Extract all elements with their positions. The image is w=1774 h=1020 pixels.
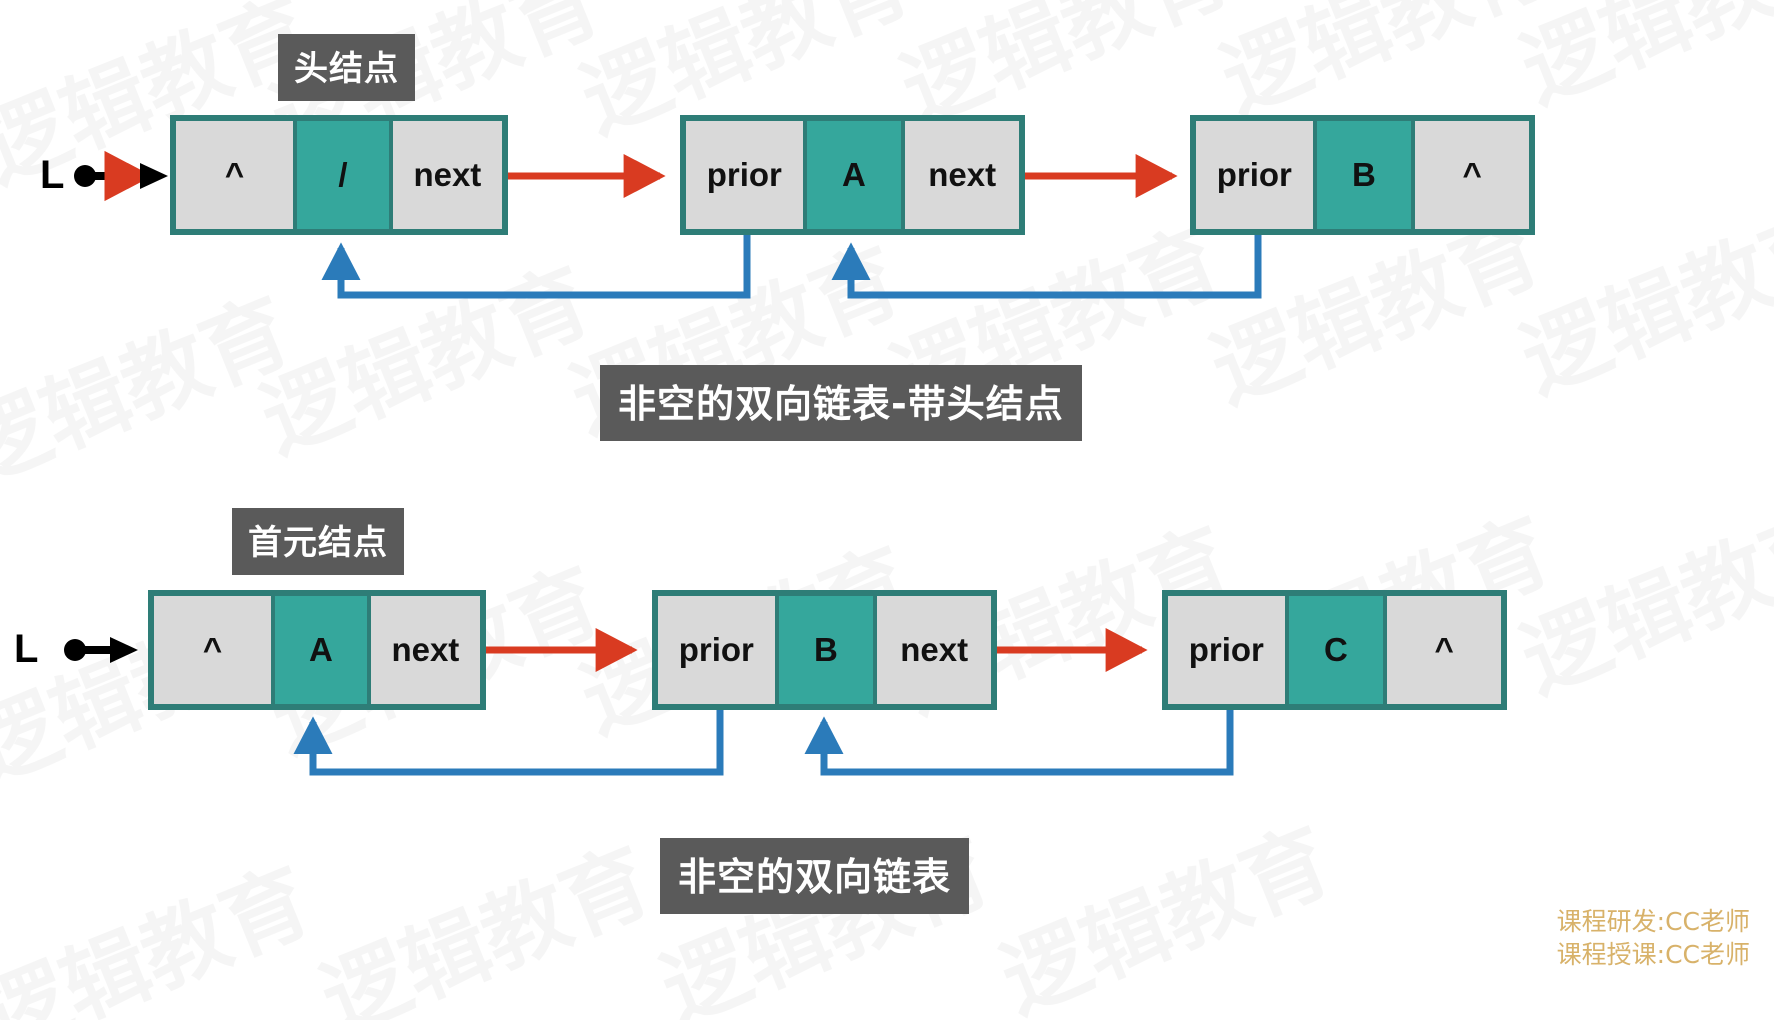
node-2-d1: prior B ^: [1190, 115, 1535, 235]
node-1-next-cell-d1: next: [905, 121, 1019, 229]
node-2-prior-cell-d2: prior: [1168, 596, 1285, 704]
node-1-data-cell-d2: B: [778, 596, 874, 704]
credits-line-development: 课程研发:CC老师: [1556, 906, 1750, 936]
node-2-data-cell-d2: C: [1288, 596, 1384, 704]
node-0-next-cell-d2: next: [370, 596, 480, 704]
caption-diagram-1: 非空的双向链表-带头结点: [600, 365, 1082, 441]
node-1-d2: prior B next: [652, 590, 997, 710]
node-0-next-cell-d1: next: [392, 121, 502, 229]
list-pointer-label-d2: L: [14, 627, 50, 672]
caption-diagram-2: 非空的双向链表: [660, 838, 970, 914]
l-pointer-arrow-d2: [64, 637, 138, 663]
l-pointer-arrow-d1: [74, 150, 168, 202]
node-0-prior-cell-d1: ^: [176, 121, 294, 229]
node-2-data-cell-d1: B: [1316, 121, 1412, 229]
next-pointer-0-to-1-d1: [484, 153, 666, 199]
node-2-next-cell-d1: ^: [1415, 121, 1529, 229]
list-pointer-label-d1: L: [40, 153, 76, 198]
node-1-prior-cell-d2: prior: [658, 596, 775, 704]
node-2-d2: prior C ^: [1162, 590, 1507, 710]
node-0-d1: ^ / next: [170, 115, 508, 235]
credits-block: 课程研发:CC老师 课程授课:CC老师: [1557, 905, 1750, 973]
node-1-prior-cell-d1: prior: [686, 121, 803, 229]
node-2-next-cell-d2: ^: [1387, 596, 1501, 704]
pointer-name-l-d2: L: [14, 627, 39, 671]
tag-first-element-node: 首元结点: [232, 508, 404, 575]
tag-head-node: 头结点: [278, 34, 415, 101]
node-0-d2: ^ A next: [148, 590, 486, 710]
node-0-prior-cell-d2: ^: [154, 596, 272, 704]
pointer-name-l-d1: L: [40, 153, 65, 197]
node-1-data-cell-d1: A: [806, 121, 902, 229]
node-0-data-cell-d1: /: [297, 121, 389, 229]
node-1-next-cell-d2: next: [877, 596, 991, 704]
node-0-data-cell-d2: A: [275, 596, 367, 704]
credits-line-teaching: 课程授课:CC老师: [1556, 940, 1750, 970]
node-2-prior-cell-d1: prior: [1196, 121, 1313, 229]
node-1-d1: prior A next: [680, 115, 1025, 235]
